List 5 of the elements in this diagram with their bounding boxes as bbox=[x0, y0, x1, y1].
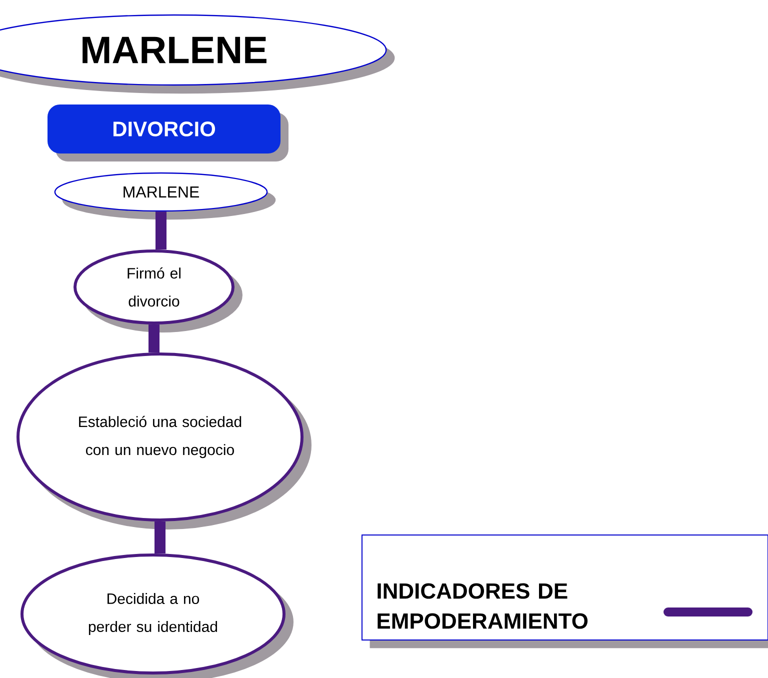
connector-line bbox=[154, 522, 166, 554]
legend-text: INDICADORES DE EMPODERAMIENTO bbox=[378, 583, 588, 629]
heading-box: DIVORCIO bbox=[48, 104, 288, 162]
connector-line bbox=[148, 324, 160, 352]
connector-line bbox=[156, 212, 166, 250]
